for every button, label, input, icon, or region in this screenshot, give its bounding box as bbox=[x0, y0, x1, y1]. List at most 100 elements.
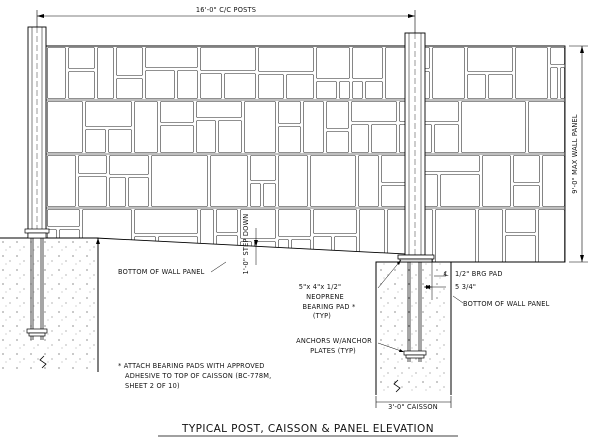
bottom-panel-left-label: BOTTOM OF WALL PANEL bbox=[118, 268, 205, 276]
stone-block bbox=[250, 155, 276, 181]
wall-panel bbox=[45, 45, 566, 263]
stone-block bbox=[542, 155, 565, 207]
stone-block bbox=[351, 101, 397, 122]
stone-block bbox=[68, 47, 95, 69]
stone-block bbox=[316, 47, 350, 79]
stone-block bbox=[278, 126, 301, 153]
stone-block bbox=[224, 73, 256, 99]
note-line2: ADHESIVE TO TOP OF CAISSON (BC-778M, bbox=[125, 372, 271, 380]
stone-block bbox=[358, 155, 379, 207]
stone-block bbox=[160, 101, 194, 123]
stone-block bbox=[263, 183, 276, 207]
stone-block bbox=[47, 101, 83, 153]
stone-block bbox=[145, 47, 198, 68]
stone-block bbox=[82, 209, 132, 262]
stone-block bbox=[351, 124, 369, 153]
stone-block bbox=[116, 78, 143, 99]
stone-block bbox=[145, 70, 175, 99]
stone-block bbox=[365, 81, 383, 99]
stone-block bbox=[505, 209, 536, 233]
stone-block bbox=[286, 74, 314, 99]
stone-block bbox=[488, 74, 513, 99]
dimension-step: 1'-0" STEP DOWN bbox=[242, 214, 258, 275]
stone-block bbox=[313, 209, 357, 234]
dimension-panel-height: 9'-0" MAX WALL PANEL bbox=[569, 45, 588, 263]
stone-block bbox=[560, 67, 565, 99]
stone-block bbox=[134, 101, 158, 153]
stone-block bbox=[550, 47, 565, 65]
stone-block bbox=[258, 47, 314, 72]
stone-block bbox=[359, 209, 385, 262]
callout-anchors: ANCHORS W/ANCHOR PLATES (TYP) bbox=[296, 337, 405, 355]
step-label: 1'-0" STEP DOWN bbox=[242, 214, 250, 275]
stone-block bbox=[47, 155, 76, 207]
stone-block bbox=[200, 73, 222, 99]
stone-block bbox=[326, 101, 349, 129]
stone-block bbox=[339, 81, 350, 99]
drawing-title-block: TYPICAL POST, CAISSON & PANEL ELEVATION bbox=[158, 423, 458, 437]
stone-block bbox=[97, 47, 114, 99]
stone-block bbox=[196, 120, 216, 153]
stone-block bbox=[432, 47, 465, 99]
stone-block bbox=[128, 177, 149, 207]
stone-block bbox=[200, 47, 256, 71]
stone-block bbox=[352, 81, 363, 99]
stone-block bbox=[85, 101, 132, 127]
stone-block bbox=[240, 209, 276, 239]
stone-block bbox=[134, 209, 198, 234]
stone-block bbox=[310, 155, 356, 207]
stone-block bbox=[116, 47, 143, 76]
stone-block bbox=[216, 235, 238, 262]
post-left bbox=[24, 26, 50, 340]
stone-block bbox=[515, 47, 548, 99]
bottom-panel-right-label: BOTTOM OF WALL PANEL bbox=[463, 300, 550, 308]
stone-block bbox=[550, 67, 558, 99]
caisson-left bbox=[0, 237, 99, 372]
stone-block bbox=[482, 155, 511, 207]
offset-label: 5 3/4" bbox=[455, 283, 476, 291]
panel-height-label: 9'-0" MAX WALL PANEL bbox=[571, 114, 579, 194]
stone-block bbox=[291, 239, 311, 262]
stone-block bbox=[244, 101, 276, 153]
stone-block bbox=[278, 239, 289, 262]
stone-block bbox=[478, 209, 503, 262]
anchors-line2: PLATES (TYP) bbox=[310, 347, 356, 355]
post-spacing-label: 16'-0" C/C POSTS bbox=[196, 6, 256, 14]
stone-block bbox=[78, 155, 107, 174]
stone-block bbox=[513, 185, 540, 207]
callout-neoprene-pad: 5"x 4"x 1/2" NEOPRENE BEARING PAD * (TYP… bbox=[299, 259, 402, 320]
stone-block bbox=[278, 101, 301, 124]
stone-block bbox=[352, 47, 383, 79]
stone-block bbox=[278, 209, 311, 237]
neoprene-line1: 5"x 4"x 1/2" bbox=[299, 283, 342, 291]
stone-block bbox=[108, 129, 132, 153]
centerline-symbol: ℄ bbox=[444, 270, 449, 278]
stone-block bbox=[461, 101, 526, 153]
note-line1: * ATTACH BEARING PADS WITH APPROVED bbox=[118, 362, 265, 370]
stone-block bbox=[467, 74, 486, 99]
stone-block bbox=[258, 74, 284, 99]
neoprene-line2: NEOPRENE bbox=[306, 293, 344, 301]
stone-block bbox=[538, 209, 565, 262]
neoprene-line3: BEARING PAD * bbox=[303, 303, 357, 311]
post-right bbox=[397, 32, 435, 362]
dimension-post-spacing: 16'-0" C/C POSTS bbox=[36, 6, 416, 33]
stone-block bbox=[250, 183, 261, 207]
neoprene-line4: (TYP) bbox=[313, 312, 331, 320]
stone-block bbox=[278, 155, 308, 207]
stone-block bbox=[78, 176, 107, 207]
stone-block bbox=[109, 155, 149, 175]
stone-block bbox=[85, 129, 106, 153]
stone-block bbox=[158, 236, 198, 262]
caisson-right bbox=[375, 261, 452, 408]
stone-block bbox=[109, 177, 126, 207]
callout-bottom-panel-left: BOTTOM OF WALL PANEL bbox=[96, 238, 227, 276]
anchors-line1: ANCHORS W/ANCHOR bbox=[296, 337, 372, 345]
stone-block bbox=[528, 101, 565, 153]
stone-block bbox=[385, 47, 408, 99]
dimension-bearing: ℄ 1/2" BRG PAD 5 3/4" bbox=[424, 262, 502, 300]
stone-block bbox=[334, 236, 357, 262]
stone-block bbox=[326, 131, 349, 153]
stone-block bbox=[68, 71, 95, 99]
